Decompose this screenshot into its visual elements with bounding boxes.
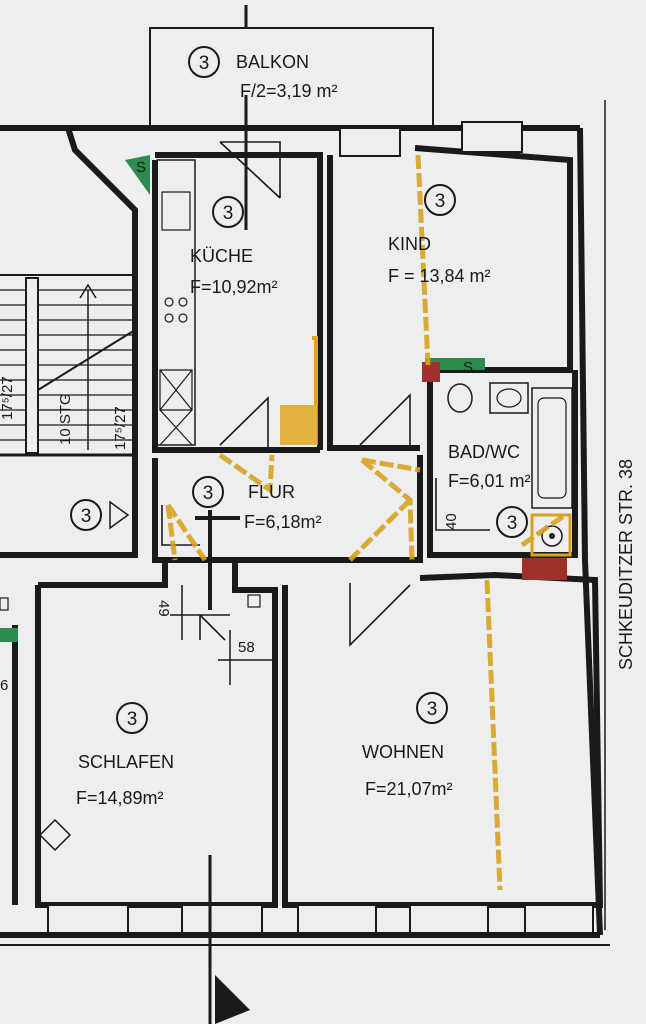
room-name-kueche: KÜCHE bbox=[190, 246, 253, 266]
rise-label: 17⁵/27 bbox=[112, 406, 129, 450]
room-area-flur: F=6,18m² bbox=[244, 512, 322, 532]
steps-label: 10 STG bbox=[57, 393, 74, 445]
interior-walls bbox=[12, 145, 604, 908]
room-name-balkon: BALKON bbox=[236, 52, 309, 72]
room-name-kind: KIND bbox=[388, 234, 431, 254]
room-name-bad: BAD/WC bbox=[448, 442, 520, 462]
room-name-schlafen: SCHLAFEN bbox=[78, 752, 174, 772]
marker-s1: S bbox=[136, 159, 146, 176]
doors bbox=[161, 141, 490, 647]
room-area-kind: F = 13,84 m² bbox=[388, 266, 491, 286]
room-number-circles: 3 3 3 3 3 3 3 3 bbox=[70, 46, 528, 734]
dim-49: 49 bbox=[155, 600, 172, 617]
highlighted-routes bbox=[165, 154, 567, 891]
left-edge-number: 6 bbox=[0, 677, 8, 694]
room-area-schlafen: F=14,89m² bbox=[76, 788, 164, 808]
room-number-kueche: 3 bbox=[223, 203, 234, 224]
room-name-wohnen: WOHNEN bbox=[362, 742, 444, 762]
stair-number: 3 bbox=[81, 506, 92, 527]
room-area-bad: F=6,01 m² bbox=[448, 471, 531, 491]
room-number-flur: 3 bbox=[203, 483, 214, 504]
staircase: 10 STG 17⁵/27 17⁵/27 bbox=[0, 274, 136, 457]
room-number-bad: 3 bbox=[507, 513, 518, 534]
room-area-kueche: F=10,92m² bbox=[190, 277, 278, 297]
windows bbox=[47, 121, 594, 934]
room-area-balkon: F/2=3,19 m² bbox=[240, 81, 338, 101]
room-number-schlafen: 3 bbox=[127, 709, 138, 730]
room-number-kind: 3 bbox=[435, 191, 446, 212]
kitchen-fixtures: S bbox=[125, 155, 318, 446]
room-number-wohnen: 3 bbox=[427, 699, 438, 720]
rise-label-left: 17⁵/27 bbox=[0, 376, 16, 420]
dimension-marks: 49 58 40 6 bbox=[0, 95, 460, 1024]
outer-walls bbox=[0, 100, 610, 946]
dim-40: 40 bbox=[443, 513, 460, 530]
room-number-balkon: 3 bbox=[199, 53, 210, 74]
room-name-flur: FLUR bbox=[248, 482, 295, 502]
room-labels: BALKON F/2=3,19 m² KÜCHE F=10,92m² KIND … bbox=[76, 52, 531, 808]
room-area-wohnen: F=21,07m² bbox=[365, 779, 453, 799]
bathroom-fixtures: S bbox=[422, 358, 573, 580]
street-label: SCHKEUDITZER STR. 38 bbox=[616, 459, 636, 670]
dim-58: 58 bbox=[238, 639, 255, 656]
balcony-area bbox=[149, 5, 434, 128]
marker-s2: S bbox=[463, 359, 473, 376]
